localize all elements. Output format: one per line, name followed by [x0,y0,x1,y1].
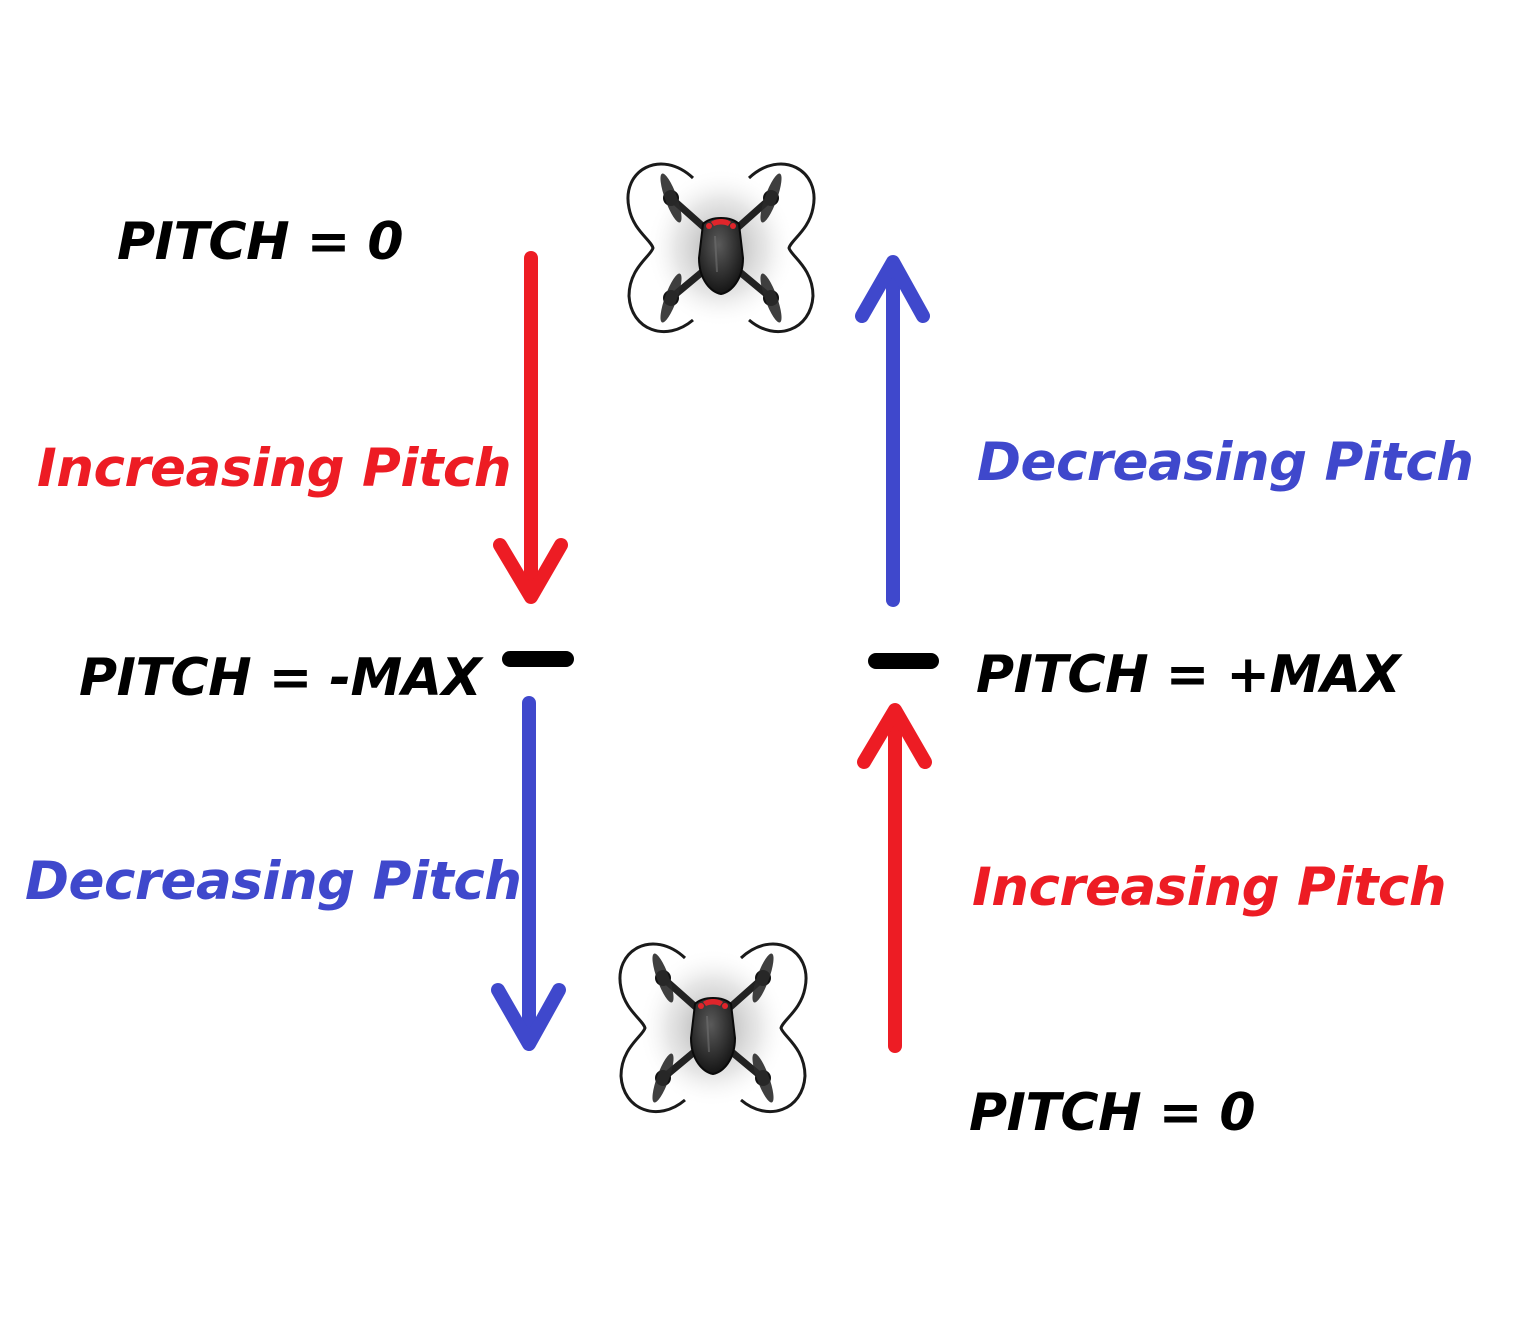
quadcopter-drone-icon [620,936,806,1112]
left-decreasing-pitch-label: Decreasing Pitch [25,851,522,912]
increasing-pitch-arrow-up [857,703,932,1053]
left-increasing-pitch-label: Increasing Pitch [37,438,512,499]
negative-max-label: PITCH = -MAX [79,648,482,708]
left-pitch-zero-label: PITCH = 0 [117,212,404,272]
right-decreasing-pitch-label: Decreasing Pitch [977,432,1474,493]
right-increasing-pitch-label: Increasing Pitch [972,857,1447,918]
decreasing-pitch-arrow-up [855,255,930,607]
increasing-pitch-arrow-down [493,251,568,604]
right-pitch-zero-label: PITCH = 0 [969,1083,1256,1143]
positive-max-label: PITCH = +MAX [976,645,1401,705]
quadcopter-drone-icon [628,156,814,332]
decreasing-pitch-arrow-down [491,696,566,1051]
